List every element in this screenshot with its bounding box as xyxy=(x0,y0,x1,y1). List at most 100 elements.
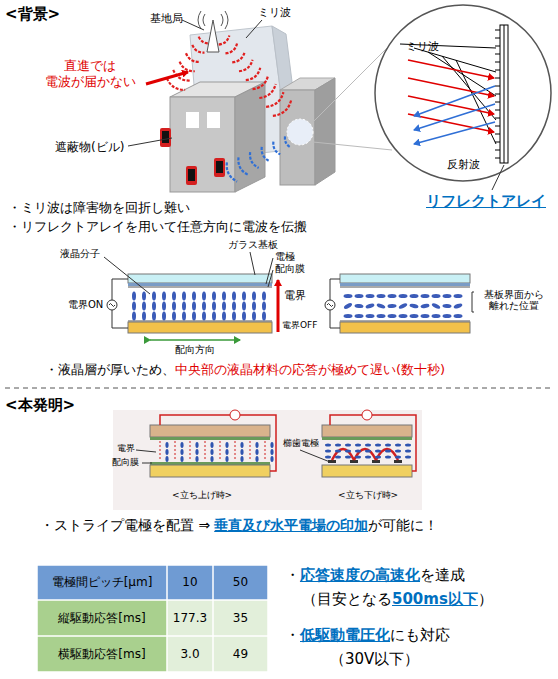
illustration-part xyxy=(443,294,452,298)
table-text: 横駆動応答[ms] xyxy=(58,647,145,661)
illustration-part xyxy=(255,456,258,462)
text-line: 遮蔽物(ビル) xyxy=(55,140,124,154)
illustration-part xyxy=(376,449,398,460)
illustration-part xyxy=(160,415,276,471)
illustration-part xyxy=(190,441,191,461)
illustration-part xyxy=(421,314,430,318)
label-text: 配向膜 xyxy=(275,263,305,274)
label-text: ガラス基板 xyxy=(228,239,278,250)
illustration-part xyxy=(250,152,259,168)
illustration-part xyxy=(132,292,136,301)
phone-icon xyxy=(214,158,225,177)
label-text: <背景> xyxy=(5,5,60,23)
illustration-part xyxy=(395,450,401,453)
divider-line xyxy=(5,388,553,389)
illustration-part xyxy=(375,456,381,459)
illustration-part xyxy=(180,62,195,72)
text-line: ・リフレクトアレイを用いて任意方向に電波を伝搬 xyxy=(8,219,307,235)
illustration-part xyxy=(150,437,270,440)
text-line: 配向膜 xyxy=(112,457,139,468)
illustration-part xyxy=(409,303,419,309)
illustration-part xyxy=(322,425,412,437)
illustration-part xyxy=(340,322,470,333)
label-text: （目安となる xyxy=(302,590,392,608)
illustration-part xyxy=(186,53,200,62)
illustration-part xyxy=(398,302,408,309)
table-cell: 177.3 xyxy=(167,600,213,636)
text-line: ・低駆動電圧化にも対応 xyxy=(285,626,450,644)
text-line: ・応答速度の高速化を達成 xyxy=(285,566,465,584)
illustration-part xyxy=(240,449,243,455)
label-text: 遮蔽物(ビル) xyxy=(55,140,124,154)
illustration-part xyxy=(340,283,470,286)
leader-line xyxy=(266,258,273,284)
illustration-part xyxy=(495,30,500,31)
illustration-part xyxy=(365,456,371,459)
illustration-part xyxy=(355,450,361,453)
illustration-part xyxy=(322,437,412,440)
illustration-part xyxy=(408,78,494,96)
illustration-part xyxy=(335,450,341,453)
illustration-part xyxy=(365,303,375,309)
illustration-part xyxy=(37,565,268,600)
text-line: リフレクトアレイ xyxy=(426,192,546,210)
illustration-part xyxy=(420,303,430,309)
illustration-part xyxy=(405,444,411,447)
text-line: ・液晶層が厚いため、中央部の液晶材料の応答が極めて遅い(数十秒) xyxy=(45,362,445,378)
illustration-part xyxy=(240,442,243,448)
illustration-part xyxy=(128,286,272,288)
illustration-part xyxy=(180,449,183,455)
table-text: 3.0 xyxy=(180,647,199,661)
label-text: 電界 xyxy=(284,289,306,302)
label-text: にも対応 xyxy=(390,626,450,644)
illustration-part xyxy=(253,76,268,89)
illustration-part xyxy=(377,294,386,298)
text-line: 電界ON xyxy=(68,299,103,311)
illustration-part xyxy=(354,303,363,308)
label-text: ・リフレクトアレイを用いて任意方向に電波を伝搬 xyxy=(8,219,307,234)
illustration-part xyxy=(142,302,146,311)
illustration-part xyxy=(107,300,117,310)
illustration-part xyxy=(408,60,494,78)
illustration-part xyxy=(366,294,375,298)
illustration-part xyxy=(273,142,280,155)
label-text: 電極 xyxy=(275,251,295,262)
text-line: 電極 xyxy=(275,251,295,263)
label-text: 低駆動電圧化 xyxy=(300,626,390,644)
label-text: 500ms以下 xyxy=(392,590,478,608)
illustration-part xyxy=(355,314,364,318)
illustration-part xyxy=(225,442,228,448)
illustration-part xyxy=(242,292,246,301)
illustration-part xyxy=(387,304,396,308)
leader-line xyxy=(250,252,255,275)
illustration-part xyxy=(152,302,156,311)
illustration-part xyxy=(160,128,171,147)
illustration-part xyxy=(355,444,361,447)
text-line: 直進では 電波が届かない xyxy=(40,58,140,89)
illustration-part xyxy=(395,444,401,447)
illustration-part xyxy=(315,78,335,185)
text-line: ・ストライプ電極を配置 ⇒垂直及び水平電場の印加が可能に！ xyxy=(40,517,438,534)
text-line: <立ち上げ時> xyxy=(172,490,232,501)
label-text: が可能に！ xyxy=(368,517,438,533)
label-text: 基板界面から 離れた位置 xyxy=(484,289,544,311)
illustration-part xyxy=(109,304,115,307)
illustration-part xyxy=(227,162,237,181)
illustration-part xyxy=(195,456,198,462)
illustration-part xyxy=(355,456,361,459)
table-cell: 50 xyxy=(213,565,268,600)
illustration-part xyxy=(285,136,291,147)
illustration-part xyxy=(335,456,341,459)
label-text: 反射波 xyxy=(447,158,480,171)
illustration-part xyxy=(255,442,258,448)
illustration-part xyxy=(202,312,206,321)
illustration-part xyxy=(232,292,236,301)
illustration-part xyxy=(325,450,331,453)
leader-line xyxy=(104,257,150,294)
illustration-part xyxy=(212,292,216,301)
illustration-part xyxy=(340,286,470,288)
zoom-line xyxy=(313,142,392,150)
illustration-part xyxy=(394,460,402,463)
illustration-part xyxy=(210,456,213,462)
